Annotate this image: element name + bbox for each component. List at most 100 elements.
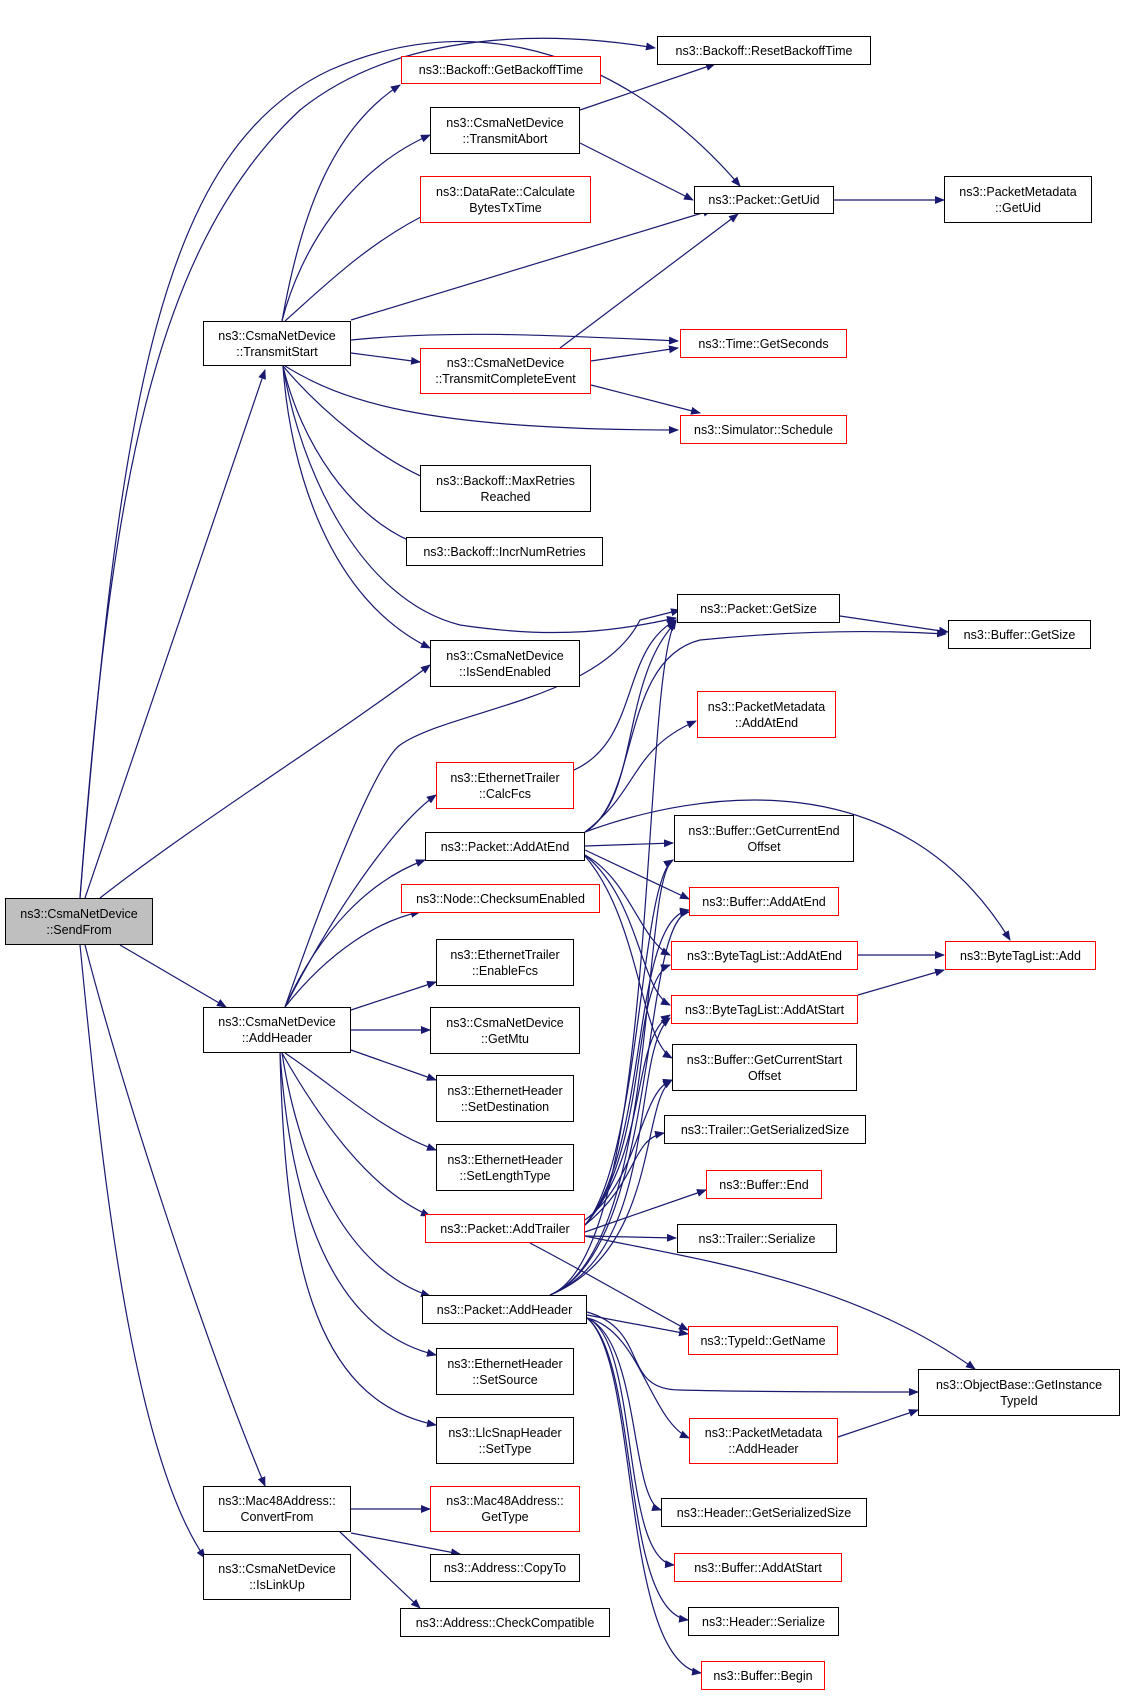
node-eth-header-set-src[interactable]: ns3::EthernetHeader::SetSource (436, 1348, 574, 1395)
node-mac48-convert[interactable]: ns3::Mac48Address::ConvertFrom (203, 1486, 351, 1532)
node-transmit-abort[interactable]: ns3::CsmaNetDevice::TransmitAbort (430, 107, 580, 154)
node-label: ns3::Buffer::Begin (713, 1668, 813, 1683)
node-transmit-start[interactable]: ns3::CsmaNetDevice::TransmitStart (203, 321, 351, 366)
node-header-serialize[interactable]: ns3::Header::Serialize (688, 1607, 839, 1636)
node-label: ns3::Backoff::ResetBackoffTime (675, 43, 853, 58)
node-buffer-end[interactable]: ns3::Buffer::End (706, 1170, 822, 1199)
node-label: ::CalcFcs (478, 786, 532, 801)
node-mac48-get-type[interactable]: ns3::Mac48Address::GetType (430, 1486, 580, 1532)
node-is-link-up[interactable]: ns3::CsmaNetDevice::IsLinkUp (203, 1554, 351, 1600)
node-transmit-complete[interactable]: ns3::CsmaNetDevice::TransmitCompleteEven… (420, 348, 591, 394)
node-address-copy-to[interactable]: ns3::Address::CopyTo (430, 1554, 580, 1582)
node-typeid-get-name[interactable]: ns3::TypeId::GetName (688, 1326, 838, 1355)
edge-packet-add-at-end-to-buffer-add-at-end (584, 849, 690, 900)
node-label: ns3::Packet::GetSize (700, 601, 817, 616)
node-is-send-enabled[interactable]: ns3::CsmaNetDevice::IsSendEnabled (430, 640, 580, 687)
node-backoff-incr[interactable]: ns3::Backoff::IncrNumRetries (406, 537, 603, 566)
node-packet-get-size[interactable]: ns3::Packet::GetSize (677, 594, 840, 623)
node-packet-add-at-end[interactable]: ns3::Packet::AddAtEnd (425, 832, 585, 861)
node-simulator-schedule[interactable]: ns3::Simulator::Schedule (680, 415, 847, 444)
node-pm-add-header[interactable]: ns3::PacketMetadata::AddHeader (689, 1418, 838, 1464)
node-label: ns3::EthernetHeader (447, 1152, 563, 1167)
node-label: ns3::Header::Serialize (702, 1614, 825, 1629)
edge-packet-add-at-end-to-buffer-get-current-start (584, 855, 673, 1059)
edge-packet-add-at-end-to-packet-get-size (584, 621, 677, 833)
edge-transmit-complete-to-time-get-seconds (590, 345, 679, 362)
edge-packet-add-header-to-packet-get-size (549, 619, 677, 1296)
node-label: BytesTxTime (469, 200, 542, 215)
edge-transmit-start-to-time-get-seconds (350, 333, 679, 345)
node-pm-add-at-end[interactable]: ns3::PacketMetadata::AddAtEnd (697, 691, 836, 738)
node-backoff-reset[interactable]: ns3::Backoff::ResetBackoffTime (657, 36, 871, 65)
node-time-get-seconds[interactable]: ns3::Time::GetSeconds (680, 329, 847, 358)
node-llc-snap-set-type[interactable]: ns3::LlcSnapHeader::SetType (436, 1417, 574, 1464)
edge-send-from-to-transmit-start (84, 369, 266, 899)
edge-packet-add-trailer-to-trailer-serialize (584, 1233, 677, 1242)
node-label: ns3::Packet::AddTrailer (440, 1221, 570, 1236)
node-label: ns3::Simulator::Schedule (694, 422, 833, 437)
node-eth-trailer-calc[interactable]: ns3::EthernetTrailer::CalcFcs (436, 762, 574, 809)
node-pm-get-uid[interactable]: ns3::PacketMetadata::GetUid (944, 176, 1092, 223)
node-label: ns3::PacketMetadata (704, 1426, 823, 1440)
node-bytetag-add-at-end[interactable]: ns3::ByteTagList::AddAtEnd (671, 941, 858, 970)
edge-add-header-dev-to-eth-header-set-src (279, 1052, 437, 1357)
node-label: TypeId (1000, 1393, 1038, 1408)
node-label: ns3::Packet::AddAtEnd (440, 839, 570, 854)
edge-packet-add-header-to-header-serialize (586, 1317, 689, 1623)
edge-send-from-to-backoff-reset (79, 37, 656, 899)
node-packet-add-trailer[interactable]: ns3::Packet::AddTrailer (425, 1214, 585, 1243)
edge-packet-add-header-to-buffer-add-at-end (549, 909, 690, 1296)
edge-transmit-start-to-transmit-abort (281, 134, 431, 322)
node-label: GetType (481, 1510, 529, 1524)
node-buffer-add-at-start[interactable]: ns3::Buffer::AddAtStart (674, 1553, 842, 1582)
node-address-check[interactable]: ns3::Address::CheckCompatible (400, 1608, 610, 1637)
node-label: ::IsLinkUp (249, 1578, 305, 1592)
node-label: ns3::Buffer::End (719, 1177, 809, 1192)
node-packet-add-header[interactable]: ns3::Packet::AddHeader (422, 1295, 587, 1324)
node-label: ::TransmitCompleteEvent (435, 372, 576, 386)
node-buffer-begin[interactable]: ns3::Buffer::Begin (701, 1661, 825, 1690)
edge-packet-add-trailer-to-buffer-get-current-start (584, 1078, 673, 1221)
edge-packet-add-at-end-to-buffer-get-size (584, 629, 947, 833)
edge-send-from-to-add-header-dev (119, 944, 227, 1008)
edge-packet-add-trailer-to-bytetag-add-at-start (584, 1014, 671, 1226)
edge-transmit-complete-to-simulator-schedule (590, 384, 701, 415)
node-label: ::EnableFcs (471, 963, 538, 978)
node-trailer-serialize[interactable]: ns3::Trailer::Serialize (677, 1224, 837, 1253)
edge-transmit-start-to-backoff-incr (282, 365, 421, 546)
node-label: ns3::Backoff::IncrNumRetries (423, 544, 586, 559)
node-label: ::SetDestination (460, 1099, 550, 1114)
node-label: ns3::CsmaNetDevice (20, 906, 138, 921)
node-bytetag-add[interactable]: ns3::ByteTagList::Add (945, 941, 1096, 970)
node-eth-header-set-dest[interactable]: ns3::EthernetHeader::SetDestination (436, 1075, 574, 1122)
edge-eth-trailer-calc-to-packet-get-size (573, 619, 677, 771)
node-node-checksum[interactable]: ns3::Node::ChecksumEnabled (401, 884, 600, 913)
node-bytetag-add-at-start[interactable]: ns3::ByteTagList::AddAtStart (671, 995, 858, 1024)
node-csma-get-mtu[interactable]: ns3::CsmaNetDevice::GetMtu (430, 1007, 580, 1054)
node-backoff-get-time[interactable]: ns3::Backoff::GetBackoffTime (401, 56, 601, 84)
node-trailer-get-size[interactable]: ns3::Trailer::GetSerializedSize (664, 1115, 866, 1144)
node-packet-get-uid[interactable]: ns3::Packet::GetUid (694, 186, 834, 214)
node-label: ns3::CsmaNetDevice (218, 328, 336, 343)
node-buffer-add-at-end[interactable]: ns3::Buffer::AddAtEnd (689, 887, 839, 916)
edge-packet-add-trailer-to-bytetag-add-at-end (584, 964, 671, 1226)
node-eth-header-set-len[interactable]: ns3::EthernetHeader::SetLengthType (436, 1144, 574, 1191)
node-eth-trailer-enable[interactable]: ns3::EthernetTrailer::EnableFcs (436, 939, 574, 986)
edge-packet-get-size-to-buffer-get-size (839, 615, 949, 635)
node-label: ns3::Node::ChecksumEnabled (416, 891, 585, 906)
node-label: ns3::CsmaNetDevice (446, 356, 565, 370)
edge-bytetag-add-at-start-to-bytetag-add (857, 968, 945, 996)
node-add-header-dev[interactable]: ns3::CsmaNetDevice::AddHeader (203, 1007, 351, 1053)
edge-packet-add-header-to-buffer-get-current-start (549, 1079, 673, 1296)
edge-add-header-dev-to-eth-header-set-dest (350, 1049, 437, 1081)
node-buffer-get-size[interactable]: ns3::Buffer::GetSize (948, 620, 1091, 649)
node-label: ns3::CsmaNetDevice (218, 1015, 336, 1029)
edge-pm-add-header-to-objectbase-get-typeid (837, 1409, 919, 1438)
node-header-get-size[interactable]: ns3::Header::GetSerializedSize (661, 1498, 867, 1527)
edge-packet-add-at-end-to-bytetag-add-at-end (584, 854, 671, 956)
